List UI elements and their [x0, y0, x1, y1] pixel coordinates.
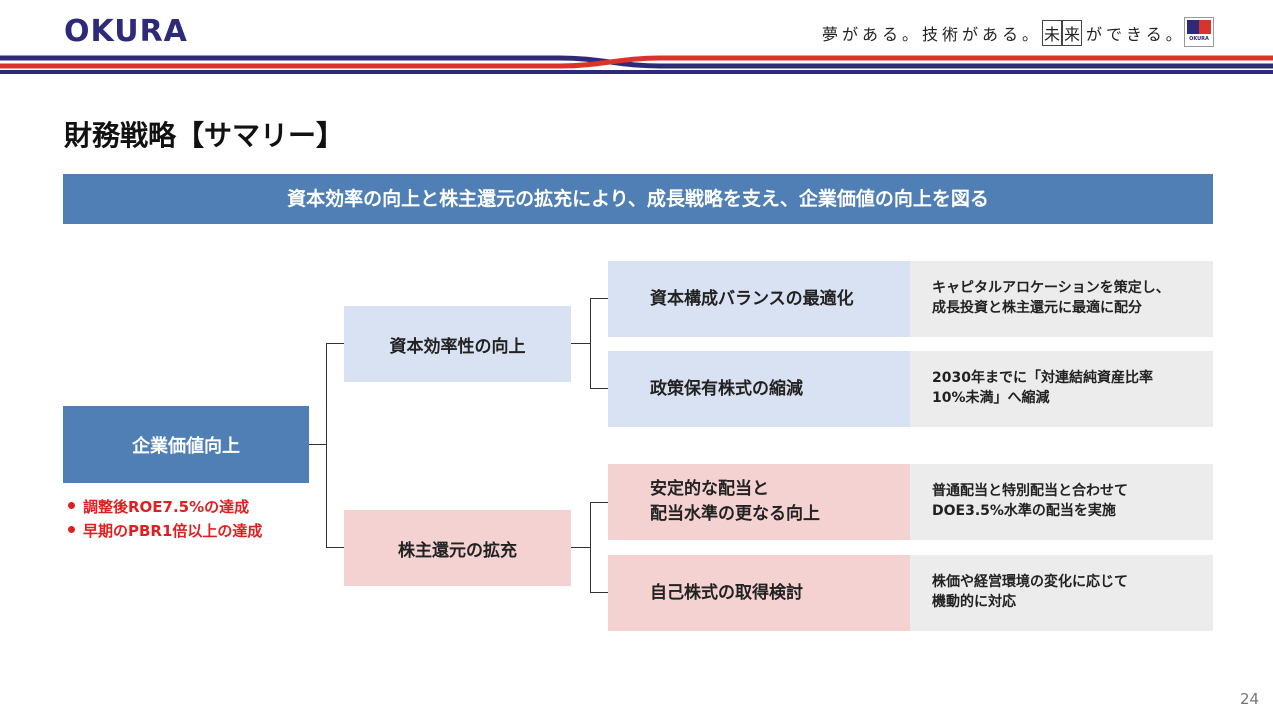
header-stripes — [0, 55, 1273, 74]
company-logo: OKURA — [64, 14, 188, 49]
desc-share-buyback: 株価や経営環境の変化に応じて 機動的に対応 — [910, 555, 1213, 631]
tagline-part2: ができる。 — [1086, 25, 1186, 44]
item-stable-dividend: 安定的な配当と 配当水準の更なる向上 — [608, 464, 910, 540]
target-list: 調整後ROE7.5%の達成 早期のPBR1倍以上の達成 — [68, 495, 262, 543]
desc-capital-structure: キャピタルアロケーションを策定し、 成長投資と株主還元に最適に配分 — [910, 261, 1213, 337]
branch-capital-efficiency: 資本効率性の向上 — [344, 306, 571, 382]
corporate-tagline: 夢がある。技術がある。未来ができる。 — [822, 20, 1186, 46]
item-capital-structure: 資本構成バランスの最適化 — [608, 261, 910, 337]
page-number: 24 — [1240, 690, 1260, 708]
item-share-buyback: 自己株式の取得検討 — [608, 555, 910, 631]
page-title: 財務戦略【サマリー】 — [64, 119, 345, 152]
bullet-icon — [68, 502, 75, 509]
desc-stable-dividend: 普通配当と特別配当と合わせて DOE3.5%水準の配当を実施 — [910, 464, 1213, 540]
desc-cross-shareholdings: 2030年までに「対連結純資産比率 10%未満」へ縮減 — [910, 351, 1213, 427]
target-item-pbr: 早期のPBR1倍以上の達成 — [68, 519, 262, 543]
tagline-part1: 夢がある。技術がある。 — [822, 25, 1043, 44]
root-node-corporate-value: 企業価値向上 — [63, 406, 309, 483]
mini-logo-icon: OKURA — [1184, 17, 1214, 47]
item-cross-shareholdings: 政策保有株式の縮減 — [608, 351, 910, 427]
branch-shareholder-return: 株主還元の拡充 — [344, 510, 571, 586]
tagline-box1: 未 — [1042, 20, 1063, 46]
item-stable-dividend-line1: 安定的な配当と — [650, 479, 769, 500]
summary-banner: 資本効率の向上と株主還元の拡充により、成長戦略を支え、企業価値の向上を図る — [63, 174, 1213, 224]
mini-logo-text: OKURA — [1189, 36, 1209, 42]
tagline-box2: 来 — [1062, 20, 1083, 46]
item-stable-dividend-line2: 配当水準の更なる向上 — [650, 504, 820, 524]
target-item-roe: 調整後ROE7.5%の達成 — [68, 495, 262, 519]
bullet-icon — [68, 526, 75, 533]
